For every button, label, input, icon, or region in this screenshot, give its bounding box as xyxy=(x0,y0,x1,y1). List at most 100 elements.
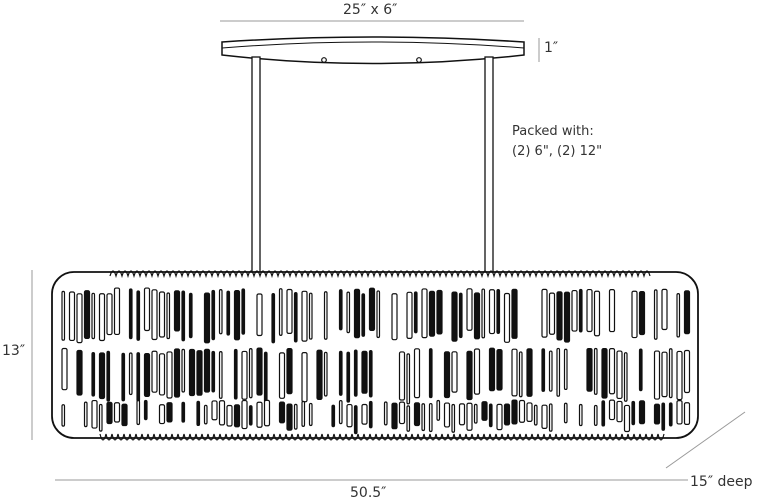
shade-strand xyxy=(526,402,533,423)
shade-strand xyxy=(346,291,351,334)
shade-strand xyxy=(488,347,496,392)
shade-strand xyxy=(361,293,366,337)
packed-note-line1: Packed with: xyxy=(512,124,594,139)
shade-strand xyxy=(353,288,361,339)
depth-label: 15″ deep xyxy=(690,474,753,490)
shade-strand xyxy=(653,350,661,400)
shade-strand xyxy=(143,287,151,332)
shade-strand xyxy=(578,288,583,333)
shade-strand xyxy=(68,291,76,342)
shade-strand xyxy=(511,288,518,339)
shade-strand xyxy=(91,399,98,429)
shade-strand xyxy=(98,352,106,400)
shade-strand xyxy=(428,290,436,337)
shade-strand xyxy=(61,347,68,391)
shade-strand xyxy=(308,402,313,427)
shade-strand xyxy=(406,353,411,405)
shade-strand xyxy=(473,348,481,395)
shade-strand xyxy=(151,289,158,341)
shade-strand xyxy=(158,404,166,425)
shade-strand xyxy=(263,399,271,427)
shade-strand xyxy=(256,347,263,396)
shade-strand xyxy=(211,289,216,341)
shade-strand xyxy=(661,288,668,331)
shade-strand xyxy=(203,404,208,425)
shade-strand xyxy=(413,291,418,334)
shade-strand xyxy=(248,347,253,399)
shade-strand xyxy=(173,290,181,332)
width-label: 50.5″ xyxy=(350,485,387,501)
shade-strand xyxy=(61,290,66,341)
shade-strand xyxy=(608,289,616,333)
shade-strand xyxy=(98,403,103,432)
shade-strand xyxy=(338,399,343,425)
shade-strand xyxy=(338,350,343,396)
shade-strand xyxy=(518,351,523,398)
canopy-height-label: 1″ xyxy=(544,40,559,56)
shade-strand xyxy=(271,293,276,344)
shade-strand xyxy=(383,401,388,426)
shade-strand xyxy=(128,352,133,396)
shade-strand xyxy=(616,350,623,400)
shade xyxy=(51,270,699,441)
shade-strand xyxy=(533,404,538,426)
shade-strand xyxy=(106,293,113,336)
shade-strand xyxy=(158,353,166,396)
shade-strand xyxy=(353,349,358,397)
shade-strand xyxy=(638,400,646,425)
shade-strand xyxy=(196,400,201,427)
shade-strand xyxy=(308,292,313,340)
canopy-screw xyxy=(321,57,327,63)
shade-strand xyxy=(256,401,263,428)
shade-strand xyxy=(91,292,96,340)
shade-strand xyxy=(121,403,128,427)
shade-strand xyxy=(181,348,186,393)
shade-strand xyxy=(391,293,398,341)
shade-strand xyxy=(541,348,546,392)
shade-strand xyxy=(451,403,456,433)
shade-strand xyxy=(211,350,216,393)
shade-strand xyxy=(616,400,623,423)
shade-strand xyxy=(61,404,66,427)
shade-strand xyxy=(166,351,173,399)
shade-strand xyxy=(211,400,218,421)
shade-strand xyxy=(676,400,683,425)
shade-strand xyxy=(226,290,231,336)
shade-strand xyxy=(548,292,556,335)
shade-strand xyxy=(196,350,203,396)
shade-strand xyxy=(458,292,463,339)
shade-strand xyxy=(406,405,411,432)
shade-strand xyxy=(361,403,368,425)
shade-strand xyxy=(608,399,616,421)
shade-strand xyxy=(511,348,518,397)
shade-strand xyxy=(181,290,186,342)
shade-strand xyxy=(548,350,553,392)
shade-strand xyxy=(301,290,308,342)
shade-strand xyxy=(301,400,306,427)
shade-strand xyxy=(608,348,616,395)
shade-strand xyxy=(293,291,298,343)
shade-strand xyxy=(398,351,406,401)
shade-strand xyxy=(286,403,293,431)
shade-strand xyxy=(278,352,286,399)
shade-strand xyxy=(241,399,248,430)
shade-strand xyxy=(653,289,658,340)
shade-strand xyxy=(143,399,148,421)
shade-strand xyxy=(263,351,268,403)
canopy-dimension-label: 25″ x 6″ xyxy=(343,2,398,18)
shade-strand xyxy=(203,348,211,393)
shade-strand xyxy=(113,287,121,336)
shade-strand xyxy=(391,402,398,430)
shade-strand xyxy=(368,350,373,398)
shade-strand xyxy=(496,288,501,334)
shade-strand xyxy=(488,289,496,335)
shade-strand xyxy=(563,348,568,391)
shade-strand xyxy=(376,290,381,339)
shade-strand xyxy=(248,405,253,426)
shade-strand xyxy=(623,404,631,433)
shade-strand xyxy=(578,403,583,427)
shade-strand xyxy=(458,403,466,426)
shade-strand xyxy=(488,403,493,428)
shade-strand xyxy=(338,289,343,331)
